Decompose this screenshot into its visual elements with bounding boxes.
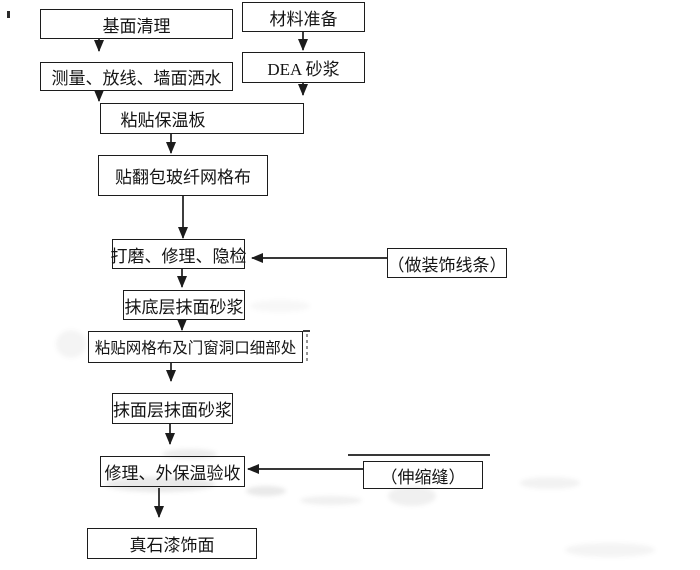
- flow-box-mesh-wrap: 贴翻包玻纤网格布: [98, 155, 268, 196]
- flow-box-label: 测量、放线、墙面洒水: [51, 69, 222, 88]
- flow-box-label: 抹底层抹面砂浆: [124, 297, 244, 317]
- flow-box-decor-lines: （做装饰线条）: [387, 248, 507, 278]
- flow-box-polish: 打磨、修理、隐检: [110, 239, 247, 269]
- flow-box-stone-paint: 真石漆饰面: [87, 528, 257, 559]
- flow-box-measure: 测量、放线、墙面洒水: [40, 62, 233, 91]
- flow-box-label: （伸缩缝）: [380, 467, 466, 487]
- flow-box-label: 抹面层抹面砂浆: [113, 401, 232, 420]
- flow-box-label: 贴翻包玻纤网格布: [115, 168, 251, 187]
- flow-box-mesh-detail: 粘贴网格布及门窗洞口细部处: [88, 331, 303, 363]
- flow-box-label: 真石漆饰面: [129, 536, 215, 555]
- flow-box-label: 粘贴网格布及门窗洞口细部处: [94, 340, 297, 357]
- flow-box-insulation-board: 粘贴保温板: [100, 103, 304, 134]
- flow-box-dea-mortar: DEA 砂浆: [242, 52, 365, 83]
- flow-box-base-coat: 抹底层抹面砂浆: [123, 290, 245, 320]
- flow-box-repair-acceptance: 修理、外保温验收: [100, 456, 245, 487]
- flow-box-material-prep: 材料准备: [242, 2, 365, 32]
- flow-box-label: 基面清理: [102, 16, 171, 36]
- flow-box-label: 修理、外保温验收: [104, 464, 241, 483]
- flow-box-face-coat: 抹面层抹面砂浆: [112, 393, 233, 424]
- flow-box-label: 材料准备: [269, 9, 338, 29]
- scan-stray-mark: [7, 11, 10, 18]
- flow-box-expansion-joint: （伸缩缝）: [363, 461, 483, 489]
- flow-box-label: 打磨、修理、隐检: [110, 246, 247, 266]
- flow-box-label: DEA 砂浆: [267, 60, 340, 79]
- flow-box-label: 粘贴保温板: [120, 111, 206, 130]
- flow-box-base-cleaning: 基面清理: [40, 9, 233, 39]
- flow-box-label: （做装饰线条）: [387, 255, 507, 275]
